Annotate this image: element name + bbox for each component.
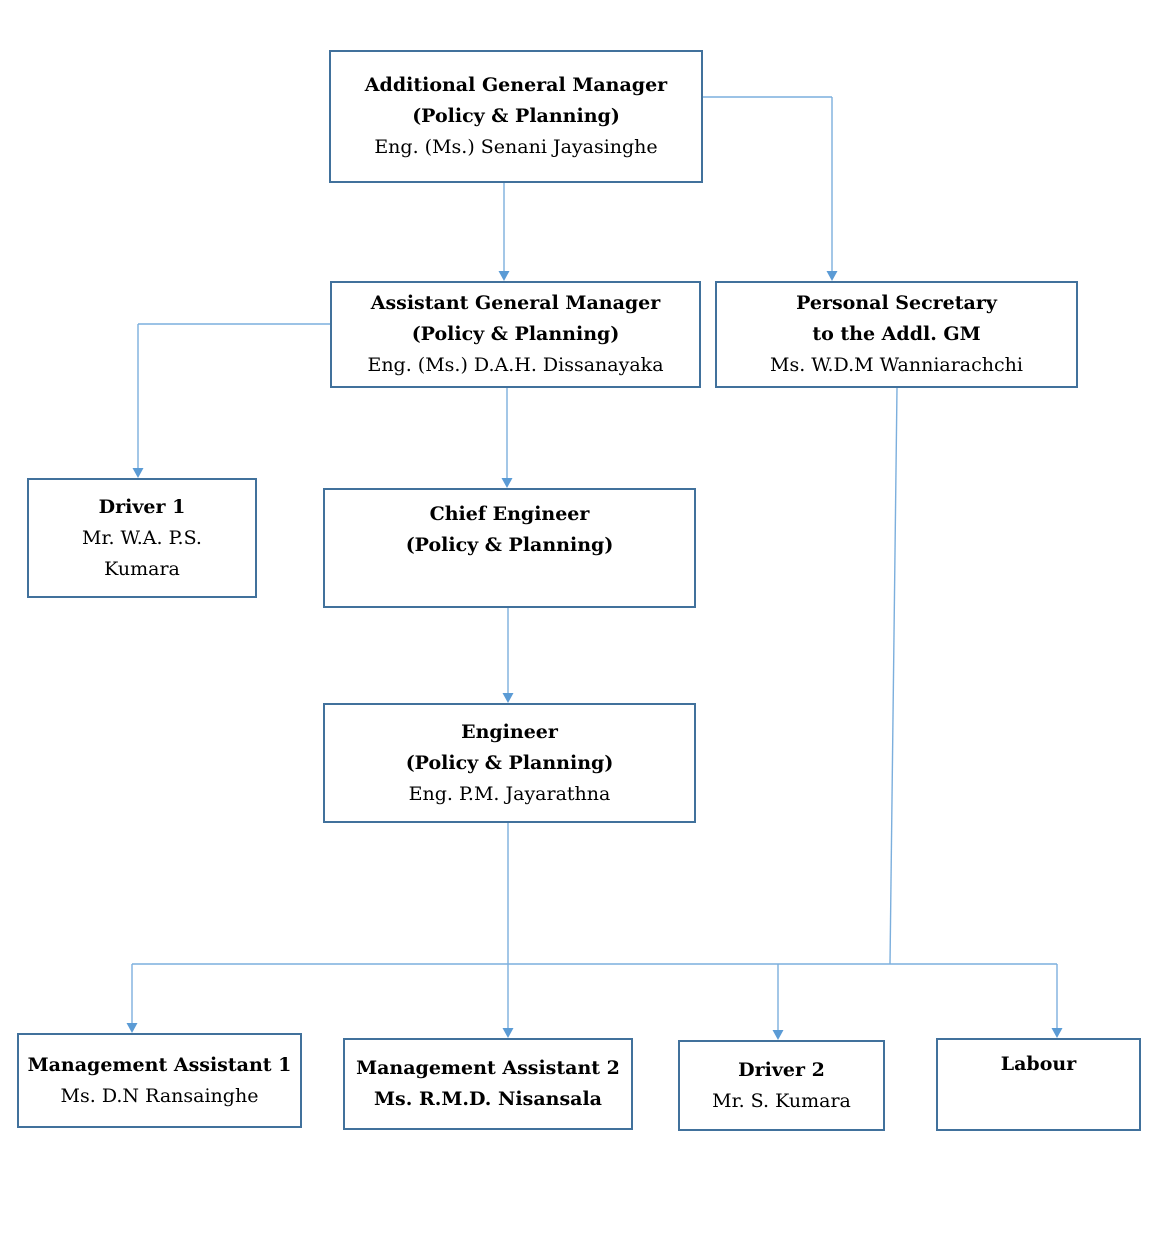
role-title: Driver 2 <box>738 1058 825 1081</box>
org-box-management-assistant-1: Management Assistant 1 Ms. D.N Ransaingh… <box>17 1033 302 1128</box>
org-box-labour: Labour <box>936 1038 1141 1131</box>
person-name: Eng. (Ms.) D.A.H. Dissanayaka <box>367 354 664 376</box>
org-box-chief-engineer: Chief Engineer (Policy & Planning) <box>323 488 696 608</box>
role-unit: (Policy & Planning) <box>411 323 620 345</box>
role-unit: (Policy & Planning) <box>405 751 614 774</box>
role-title: Personal Secretary <box>796 292 997 314</box>
person-name: Eng. (Ms.) Senani Jayasinghe <box>374 136 658 158</box>
arrow-down-icon <box>498 271 510 281</box>
arrow-down-icon <box>126 1023 138 1033</box>
role-title: Management Assistant 2 <box>356 1057 620 1079</box>
role-title: Assistant General Manager <box>370 292 661 314</box>
org-box-additional-general-manager: Additional General Manager (Policy & Pla… <box>329 50 703 183</box>
arrow-down-icon <box>502 1028 514 1038</box>
org-box-driver-2: Driver 2 Mr. S. Kumara <box>678 1040 885 1131</box>
org-box-management-assistant-2: Management Assistant 2 Ms. R.M.D. Nisans… <box>343 1038 633 1130</box>
role-title: Driver 1 <box>98 495 186 518</box>
arrow-down-icon <box>502 693 514 703</box>
arrow-down-icon <box>132 468 144 478</box>
person-name: Ms. W.D.M Wanniarachchi <box>770 354 1023 376</box>
role-unit: (Policy & Planning) <box>405 534 614 556</box>
role-title: Labour <box>1000 1053 1077 1075</box>
arrow-down-icon <box>772 1030 784 1040</box>
role-title: Engineer <box>461 720 558 743</box>
arrow-down-icon <box>826 271 838 281</box>
arrow-down-icon <box>1051 1028 1063 1038</box>
person-name: Eng. P.M. Jayarathna <box>408 782 611 805</box>
role-title: Chief Engineer <box>429 503 590 525</box>
person-name: Mr. W.A. P.S. <box>82 526 202 549</box>
person-name: Mr. S. Kumara <box>712 1089 851 1112</box>
role-title: Management Assistant 1 <box>27 1053 292 1076</box>
role-unit: to the Addl. GM <box>812 323 981 345</box>
org-box-personal-secretary: Personal Secretary to the Addl. GM Ms. W… <box>715 281 1078 388</box>
person-name: Kumara <box>104 557 180 580</box>
person-name: Ms. D.N Ransainghe <box>60 1084 259 1107</box>
person-name: Ms. R.M.D. Nisansala <box>374 1088 602 1110</box>
org-box-driver-1: Driver 1 Mr. W.A. P.S. Kumara <box>27 478 257 598</box>
connector-line <box>889 387 898 965</box>
role-unit: (Policy & Planning) <box>412 105 620 127</box>
role-title: Additional General Manager <box>364 74 668 96</box>
org-box-engineer: Engineer (Policy & Planning) Eng. P.M. J… <box>323 703 696 823</box>
org-box-assistant-general-manager: Assistant General Manager (Policy & Plan… <box>330 281 701 388</box>
arrow-down-icon <box>501 478 513 488</box>
